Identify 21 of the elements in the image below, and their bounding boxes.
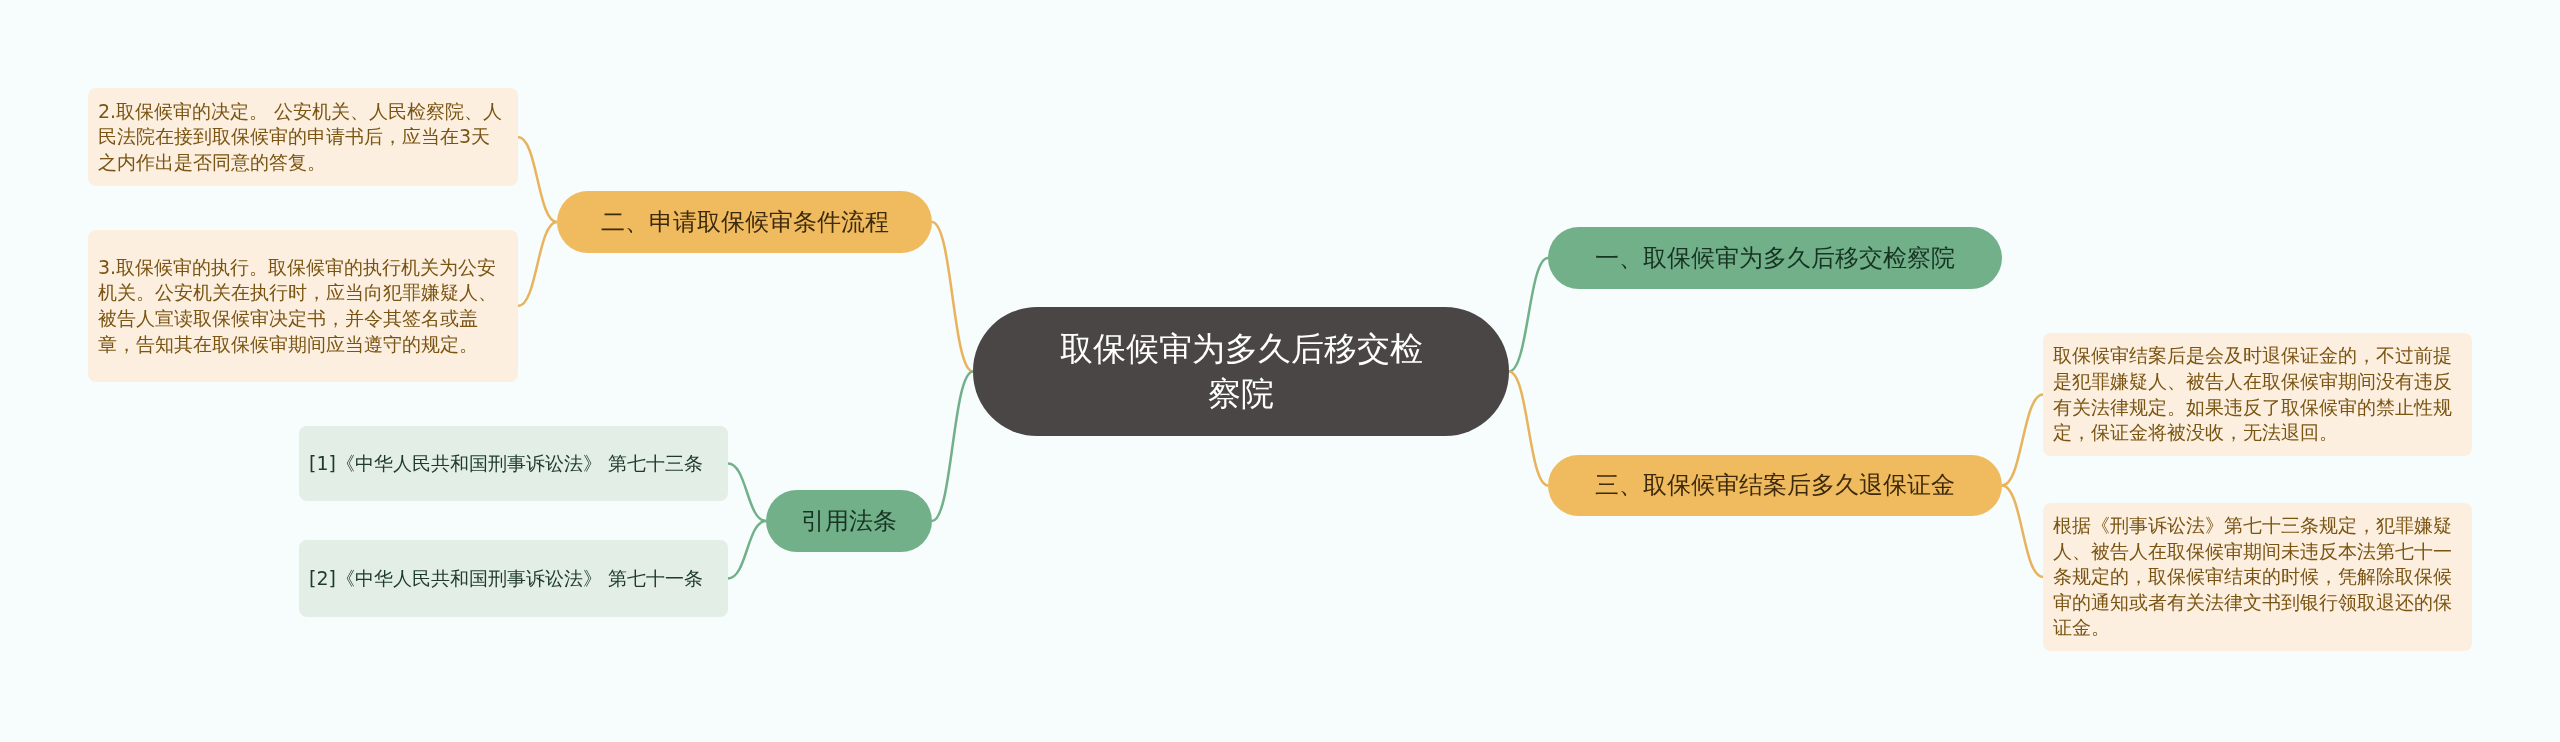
- connector: [1508, 256, 1549, 373]
- note-card: 3.取保候审的执行。取保候审的执行机关为公安机关。公安机关在执行时，应当向犯罪嫌疑人、被告人宣读取保候审决定书，并令其签名或盖章，告知其在取保候审期间应当遵守的规定。: [88, 230, 518, 382]
- central-topic: 取保候审为多久后移交检察院: [973, 307, 1509, 436]
- citation-card: [2]《中华人民共和国刑事诉讼法》 第七十一条: [299, 540, 728, 617]
- note-card: 取保候审结案后是会及时退保证金的，不过前提是犯罪嫌疑人、被告人在取保候审期间没有违反有关法律规定。如果违反了取保候审的禁止性规定，保证金将被没收，无法退回。: [2043, 333, 2472, 456]
- connector: [931, 370, 974, 523]
- note-card: 2.取保候审的决定。 公安机关、人民检察院、人民法院在接到取保候审的申请书后，应当在3天之内作出是否同意的答复。: [88, 88, 518, 186]
- connector: [517, 220, 558, 308]
- topic-pill: 三、取保候审结案后多久退保证金: [1548, 455, 2002, 516]
- connector: [2001, 393, 2044, 487]
- connector: [517, 135, 558, 224]
- topic-pill: 一、取保候审为多久后移交检察院: [1548, 227, 2002, 289]
- connector: [727, 462, 767, 523]
- connector: [2001, 484, 2044, 579]
- topic-pill: 引用法条: [766, 490, 932, 552]
- connector: [727, 519, 767, 580]
- citation-card: [1]《中华人民共和国刑事诉讼法》 第七十三条: [299, 426, 728, 501]
- connector: [931, 220, 974, 373]
- topic-pill: 二、申请取保候审条件流程: [557, 191, 932, 253]
- connector: [1508, 370, 1549, 487]
- note-card: 根据《刑事诉讼法》第七十三条规定，犯罪嫌疑人、被告人在取保候审期间未违反本法第七十一条规定的，取保候审结束的时候，凭解除取保候审的通知或者有关法律文书到银行领取退还的保证金。: [2043, 503, 2472, 651]
